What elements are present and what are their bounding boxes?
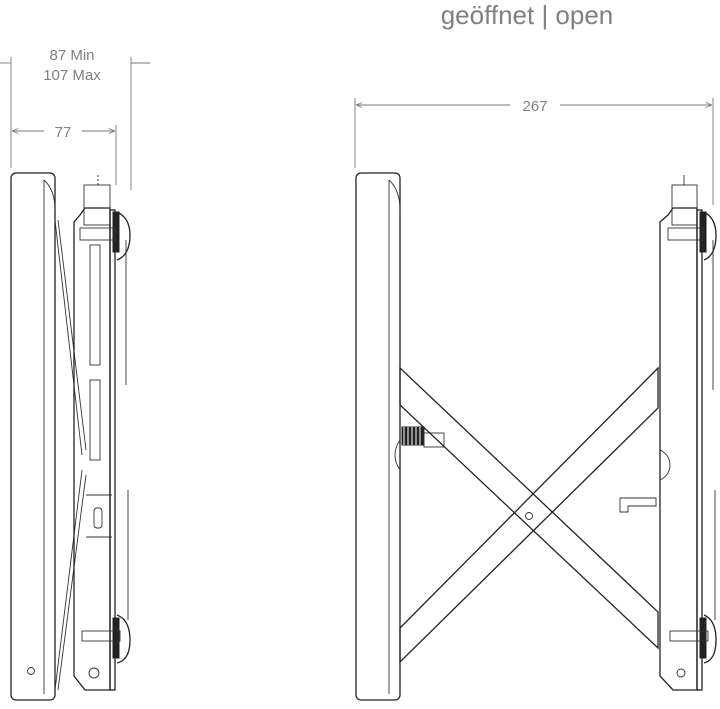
closed-side-view: [10, 172, 131, 701]
depth-max-label: 107 Max: [43, 67, 101, 84]
open-bracket-screw-icon: [676, 668, 686, 678]
closed-dimensions: 87 Min 107 Max 77: [0, 47, 150, 190]
open-spring-icon: [401, 426, 445, 448]
open-scissor-arm-b: [399, 366, 659, 664]
open-bottom-clamp-icon: [699, 617, 707, 659]
closed-bottom-clamp-icon: [112, 617, 120, 659]
view-title: geöffnet | open: [441, 0, 614, 30]
closed-bracket-screw-icon: [88, 667, 100, 679]
closed-panel-screw-icon: [27, 667, 35, 675]
closed-top-clamp-icon: [112, 211, 120, 253]
closed-depth-label: 77: [55, 124, 72, 141]
closed-slider-knob-icon: [93, 507, 103, 529]
depth-min-label: 87 Min: [49, 47, 94, 64]
open-dimensions: 267: [354, 98, 714, 205]
open-depth-label: 267: [522, 98, 547, 115]
open-scissor-arm-a: [399, 366, 659, 650]
closed-front-panel: [10, 172, 56, 701]
open-front-panel: [355, 172, 401, 701]
open-lock-lever-icon: [619, 497, 657, 513]
closed-wall-bracket: [73, 207, 111, 691]
open-pivot-icon: [525, 512, 533, 520]
open-wall-bracket: [659, 207, 698, 691]
open-side-view: [355, 172, 717, 701]
